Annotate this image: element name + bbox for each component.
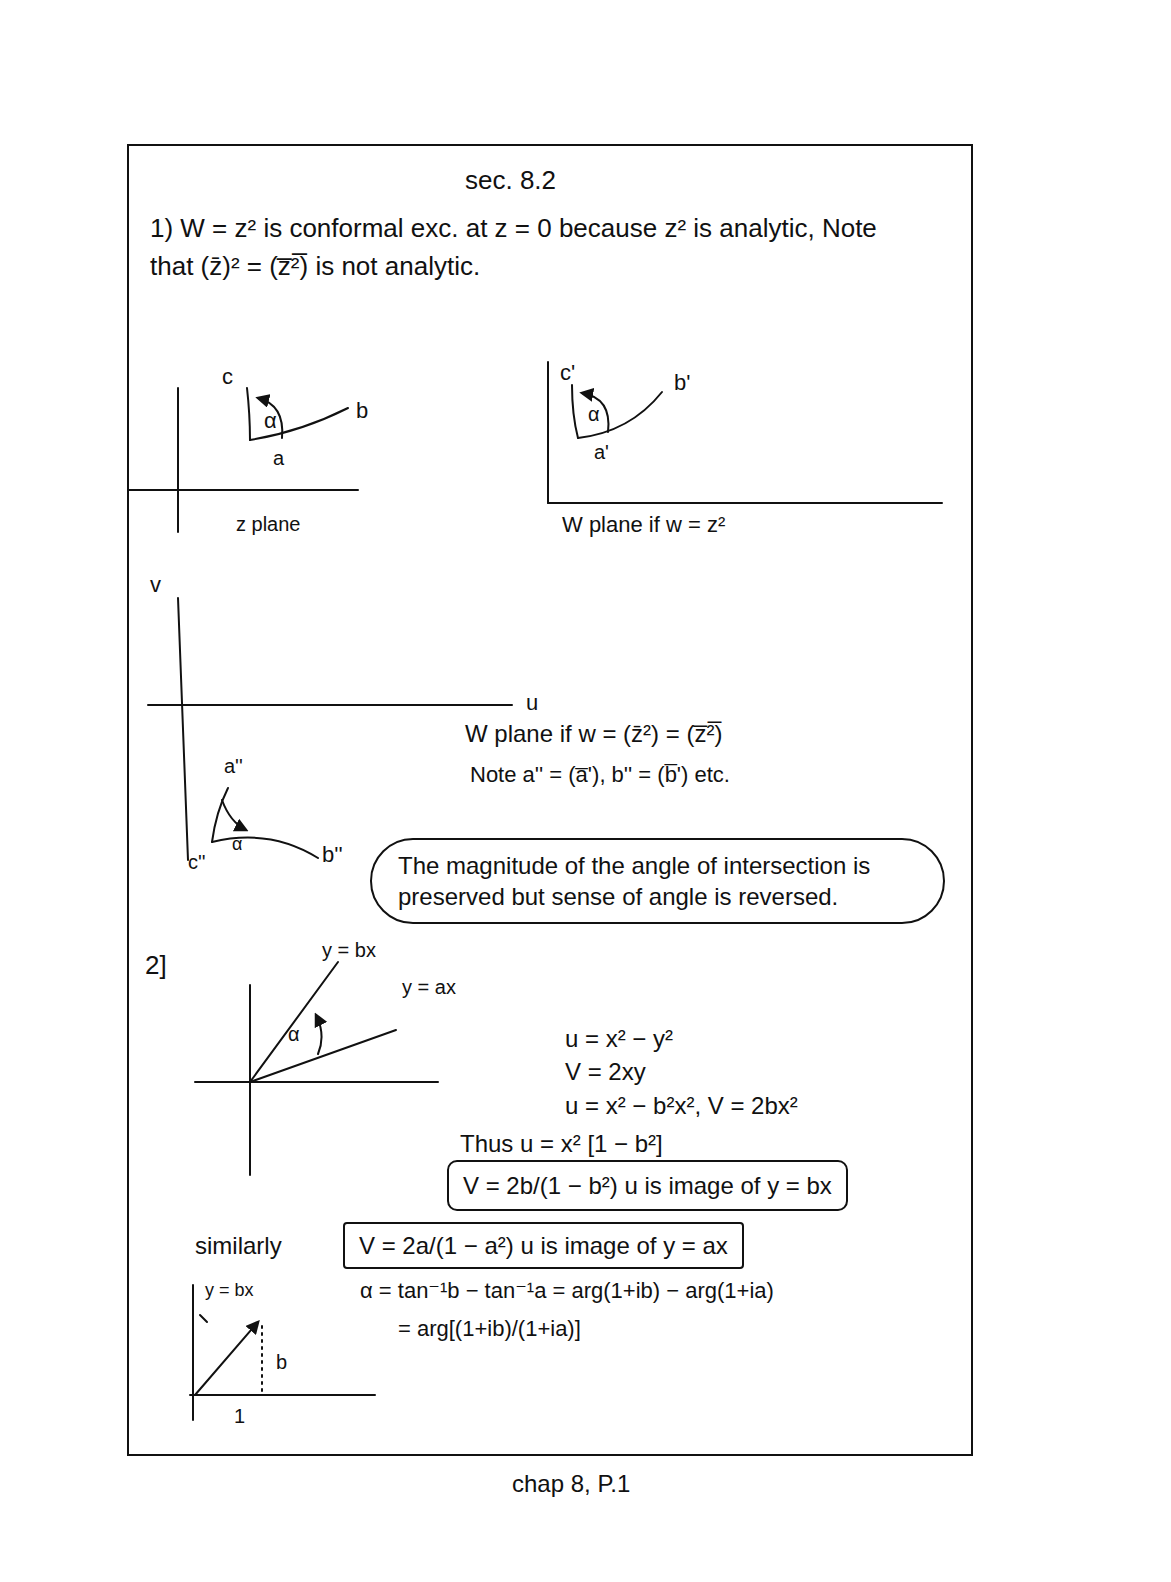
curve [212, 838, 318, 858]
label: y = ax [402, 975, 456, 999]
boxed-note: V = 2b/(1 − b²) u is image of y = bx [447, 1160, 848, 1211]
label: 2] [145, 950, 167, 981]
dotted-line [261, 1326, 263, 1393]
label: 1 [234, 1404, 245, 1428]
label: u = x² − y² [565, 1025, 673, 1054]
boxed-note: V = 2a/(1 − a²) u is image of y = ax [343, 1222, 744, 1269]
axis [547, 362, 549, 503]
label: b [276, 1350, 287, 1374]
label: a [273, 446, 284, 470]
curve [578, 392, 662, 438]
label: Thus u = x² [1 − b²] [460, 1130, 663, 1159]
label: α [264, 408, 277, 434]
label: Note a'' = (a̅'), b'' = (b̅') etc. [470, 762, 730, 788]
label: W plane if w = z² [562, 512, 725, 538]
note-text: The magnitude of the angle of intersecti… [398, 850, 917, 912]
label: u [526, 690, 538, 716]
note-text: V = 2b/(1 − b²) u is image of y = bx [463, 1170, 832, 1201]
label: c' [560, 360, 575, 386]
vector [195, 1322, 258, 1395]
axis [195, 1081, 438, 1083]
boxed-note: The magnitude of the angle of intersecti… [370, 838, 945, 924]
angle-arrow [258, 398, 282, 438]
angle-arrow [316, 1015, 322, 1054]
curve [247, 388, 250, 440]
angle-arrow [582, 393, 608, 432]
label: similarly [195, 1232, 282, 1261]
label: b'' [322, 842, 343, 868]
label: V = 2xy [565, 1058, 646, 1087]
label: α [588, 402, 600, 426]
axis [148, 704, 512, 706]
label: α = tan⁻¹b − tan⁻¹a = arg(1+ib) − arg(1+… [360, 1278, 774, 1304]
axis [192, 1285, 194, 1420]
tick [200, 1315, 207, 1322]
angle-arrow [222, 800, 246, 830]
label: α [232, 834, 242, 856]
label: b' [674, 370, 690, 396]
line-bx [250, 962, 338, 1082]
line-ax [250, 1030, 396, 1082]
label: 1) W = z² is conformal exc. at z = 0 bec… [150, 210, 885, 285]
label: W plane if w = (z̄²) = (z̅²̅) [465, 720, 722, 749]
page-border [128, 145, 972, 1455]
axis [178, 598, 188, 860]
label: u = x² − b²x², V = 2bx² [565, 1092, 798, 1121]
curve [212, 788, 228, 842]
label: c'' [188, 850, 206, 874]
label: α [288, 1022, 300, 1046]
axis [548, 502, 942, 504]
label: v [150, 572, 161, 598]
label: a' [594, 440, 609, 464]
label: z plane [236, 512, 301, 536]
label: b [356, 398, 368, 424]
page-footer: chap 8, P.1 [512, 1470, 630, 1499]
axis [177, 388, 179, 532]
curve [250, 408, 348, 440]
axis [190, 1394, 375, 1396]
note-text: V = 2a/(1 − a²) u is image of y = ax [359, 1230, 728, 1261]
label: a'' [224, 754, 243, 778]
label: c [222, 364, 233, 390]
section-title: sec. 8.2 [465, 165, 556, 196]
label: y = bx [205, 1280, 254, 1302]
label: = arg[(1+ib)/(1+ia)] [398, 1316, 581, 1342]
curve [572, 385, 578, 438]
label: y = bx [322, 938, 376, 962]
axis [128, 489, 358, 491]
